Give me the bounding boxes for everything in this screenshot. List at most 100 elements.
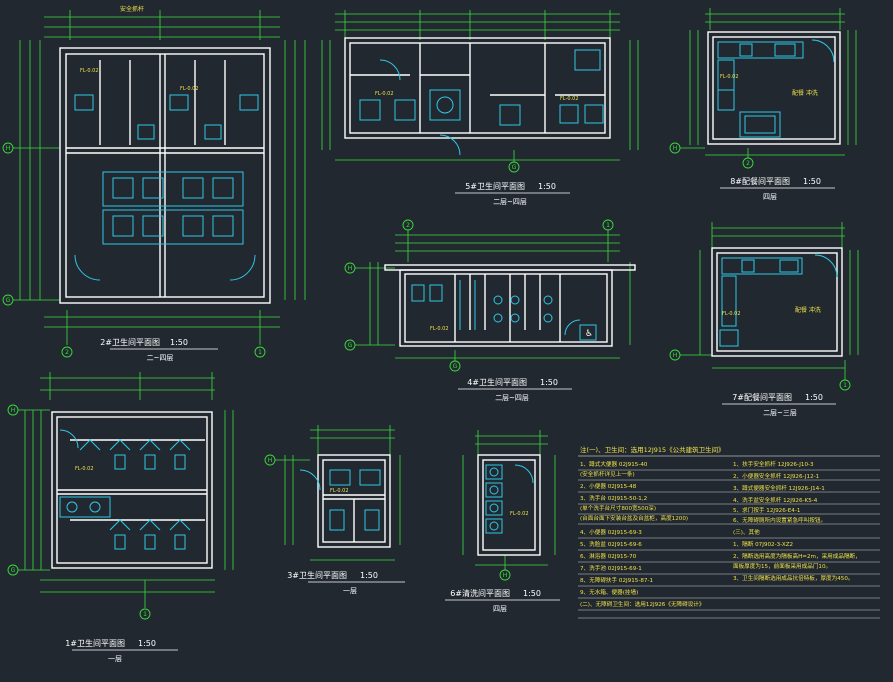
svg-text:FL-0.02: FL-0.02: [180, 86, 199, 92]
note-right-item: (三)、其他: [733, 528, 760, 536]
plan-5-fixtures: [359, 49, 604, 156]
note-left-item: (台面台面下安装台盆及台盆柜，高度1200): [580, 514, 688, 522]
plan-8-title: 8#配餐间平面图: [730, 177, 790, 186]
note-left-item: 1、蹲式大便器 02J915-40: [580, 460, 648, 468]
note-left-item: (安全抓杆详见上一条): [580, 470, 635, 478]
plan-6-title: 6#清洗间平面图: [450, 588, 510, 598]
design-notes: 注(一)、卫生间：选用12J915《公共建筑卫生间》 1、蹲式大便器 02J91…: [578, 445, 880, 619]
plan-7-title: 7#配餐间平面图: [732, 393, 792, 402]
svg-text:FL-0.02: FL-0.02: [560, 96, 579, 102]
note-right-item: 面板厚度为15，前面板采用成品门10。: [733, 562, 831, 570]
plan-1-title: 1#卫生间平面图: [65, 638, 125, 648]
plan-8-fixtures: [717, 39, 835, 138]
plan-2-title: 2#卫生间平面图: [100, 337, 160, 347]
note-left-item: 3、洗手台 02J915-50-1,2: [580, 494, 647, 502]
plan-6-dimensions: [462, 430, 556, 570]
plan-1-toilet: FL-0.02 H G 1 1#卫生间平面图 1:50 一层: [7, 372, 234, 663]
plan-2-scale: 1:50: [170, 338, 188, 347]
plan-7-pantry: 配餐 冲洗 FL-0.02 H 1 7#配餐间平面图 1:50 二层~三层: [669, 222, 859, 417]
grid-label-h: H: [673, 145, 678, 152]
plan-2-dimensions: [10, 10, 306, 345]
grid-label-2: 2: [406, 222, 410, 229]
note-right-item: 2、小便器安全抓杆 12J926-J12-1: [733, 472, 820, 480]
plan-8-scale: 1:50: [803, 177, 821, 186]
svg-text:FL-0.02: FL-0.02: [75, 466, 94, 472]
plan-6-washroom: FL-0.02 H 6#清洗间平面图 1:50 四层: [445, 430, 560, 613]
grid-label-1: 1: [843, 382, 847, 389]
grid-label-g: G: [6, 297, 11, 304]
plan-5-scale: 1:50: [538, 182, 556, 191]
plan-8-pantry: 配餐 冲洗 FL-0.02 H 2 8#配餐间平面图 1:50 四层: [669, 8, 857, 201]
note-left-item: 4、小便器 02J915-69-3: [580, 528, 642, 536]
plan-5-walls: [344, 37, 611, 139]
plan-1-fixtures: [59, 429, 191, 550]
notes-right-column: 1、扶手安全抓杆 12J926-J10-3 2、小便器安全抓杆 12J926-J…: [733, 460, 861, 582]
plan-7-scale: 1:50: [805, 393, 823, 402]
grid-label-g: G: [348, 342, 353, 349]
note-left-item: (二)、无障碍卫生间：选用12J926《无障碍设计》: [580, 600, 705, 608]
plan-6-fixtures: [485, 464, 534, 534]
svg-text:FL-0.02: FL-0.02: [720, 74, 739, 80]
plan-4-scale: 1:50: [540, 378, 558, 387]
svg-text:配餐 冲洗: 配餐 冲洗: [795, 306, 821, 314]
plan-4-walls: [384, 264, 636, 347]
plan-8-floors: 四层: [763, 193, 777, 201]
plan-1-scale: 1:50: [138, 639, 156, 648]
grid-label-h: H: [268, 457, 273, 464]
grid-label-h: H: [348, 265, 353, 272]
plan-2-grid-bubbles: [2, 142, 266, 358]
plan-2-floors: 二~四层: [147, 354, 174, 362]
plan-3-fixtures: [299, 469, 381, 531]
notes-left-column: 1、蹲式大便器 02J915-40 (安全抓杆详见上一条) 2、小便器 02J9…: [580, 460, 705, 608]
note-left-item: (单个洗手台尺寸800宽500深): [580, 504, 656, 512]
plan-7-fixtures: [719, 254, 838, 347]
svg-text:配餐 冲洗: 配餐 冲洗: [792, 89, 818, 97]
plan-3-dimensions: [275, 425, 401, 561]
plan-5-dimensions: [321, 10, 639, 165]
plan-5-toilet: FL-0.02 FL-0.02 G 5#卫生间平面图 1:50 二层~四层: [321, 10, 639, 206]
note-left-item: 9、无水箱、便器(挂墙): [580, 588, 638, 596]
plan-2-walls: [59, 47, 271, 304]
note-left-item: 6、淋浴器 02J915-70: [580, 552, 637, 560]
grid-label-2: 2: [65, 349, 69, 356]
plan-3-scale: 1:50: [360, 571, 378, 580]
note-right-item: 5、求门按手 12J926-E4-1: [733, 506, 801, 514]
svg-text:FL-0.02: FL-0.02: [430, 326, 449, 332]
plan-2-fixtures: [74, 94, 259, 281]
plan-5-title: 5#卫生间平面图: [465, 181, 525, 191]
grid-label-2: 2: [746, 160, 750, 167]
plan-7-walls: [711, 247, 843, 357]
plan-4-fixtures: [411, 280, 597, 341]
note-left-item: 5、洗脸盆 02J915-69-6: [580, 540, 642, 548]
plan-3-toilet: FL-0.02 H 3#卫生间平面图 1:50 一层: [264, 425, 405, 595]
grid-label-1: 1: [606, 222, 610, 229]
plan-6-walls: [477, 454, 541, 556]
note-left-item: 2、小便器 02J915-48: [580, 482, 637, 490]
plan-1-floors: 一层: [108, 655, 122, 663]
note-right-item: 3、蹲式便器安全抓杆 12J926-J14-1: [733, 484, 825, 492]
plan-4-dimensions: [355, 228, 631, 362]
note-right-item: 1、扶手安全抓杆 12J926-J10-3: [733, 460, 814, 468]
svg-text:安全抓杆: 安全抓杆: [120, 5, 144, 13]
grid-label-h: H: [6, 145, 11, 152]
svg-text:FL-0.02: FL-0.02: [330, 488, 349, 494]
plan-4-floors: 二层~四层: [495, 394, 529, 402]
plan-6-floors: 四层: [493, 605, 507, 613]
note-right-item: 1、隔断 07J902-3-XZ2: [733, 540, 793, 548]
plan-3-title: 3#卫生间平面图: [287, 570, 347, 580]
plan-3-walls: [317, 454, 391, 548]
plan-3-floors: 一层: [343, 587, 357, 595]
note-right-item: 4、洗手盆安全抓杆 12J926-K5-4: [733, 496, 818, 504]
grid-label-1: 1: [143, 611, 147, 618]
svg-text:FL-0.02: FL-0.02: [80, 68, 99, 74]
note-right-item: 3、卫生间隔断选用成品抗倍特板，厚度为450。: [733, 574, 854, 582]
note-left-item: 7、洗手池 02J915-69-1: [580, 564, 642, 572]
plan-8-walls: [707, 31, 841, 145]
plan-4-title: 4#卫生间平面图: [467, 377, 527, 387]
svg-text:FL-0.02: FL-0.02: [375, 91, 394, 97]
grid-label-h: H: [11, 407, 16, 414]
plan-1-walls: [51, 411, 213, 569]
notes-header: 注(一)、卫生间：选用12J915《公共建筑卫生间》: [580, 445, 725, 454]
svg-text:FL-0.02: FL-0.02: [722, 311, 741, 317]
